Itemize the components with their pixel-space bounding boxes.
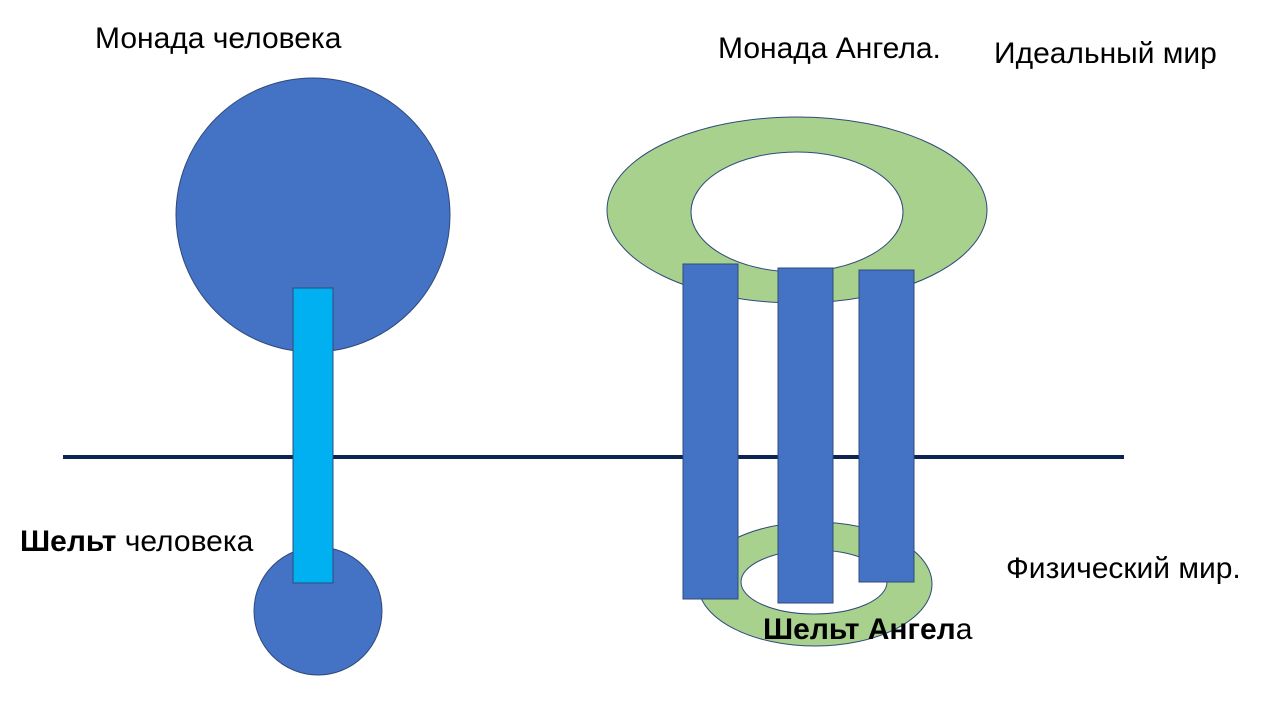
- ideal-world-label: Идеальный мир: [994, 37, 1217, 70]
- physical-world-label: Физический мир.: [1006, 552, 1241, 585]
- human-connector-bar: [292, 287, 334, 584]
- human-monad-label: Монада человека: [95, 22, 342, 55]
- human-shell-label-rest: человека: [116, 525, 254, 558]
- angel-shell-label-rest: а: [955, 613, 973, 646]
- angel-connector-bar-1: [682, 263, 739, 600]
- angel-shell-label: Шельт Ангела: [763, 612, 972, 648]
- angel-connector-bar-2: [777, 267, 834, 604]
- human-shell-label: Шельт человека: [20, 524, 253, 560]
- angel-shell-label-bold: Шельт Ангел: [763, 613, 956, 646]
- human-shell-label-bold: Шельт: [20, 525, 117, 558]
- angel-monad-label: Монада Ангела.: [718, 32, 941, 65]
- angel-monad-ring: [606, 116, 988, 304]
- angel-connector-bar-3: [858, 269, 915, 583]
